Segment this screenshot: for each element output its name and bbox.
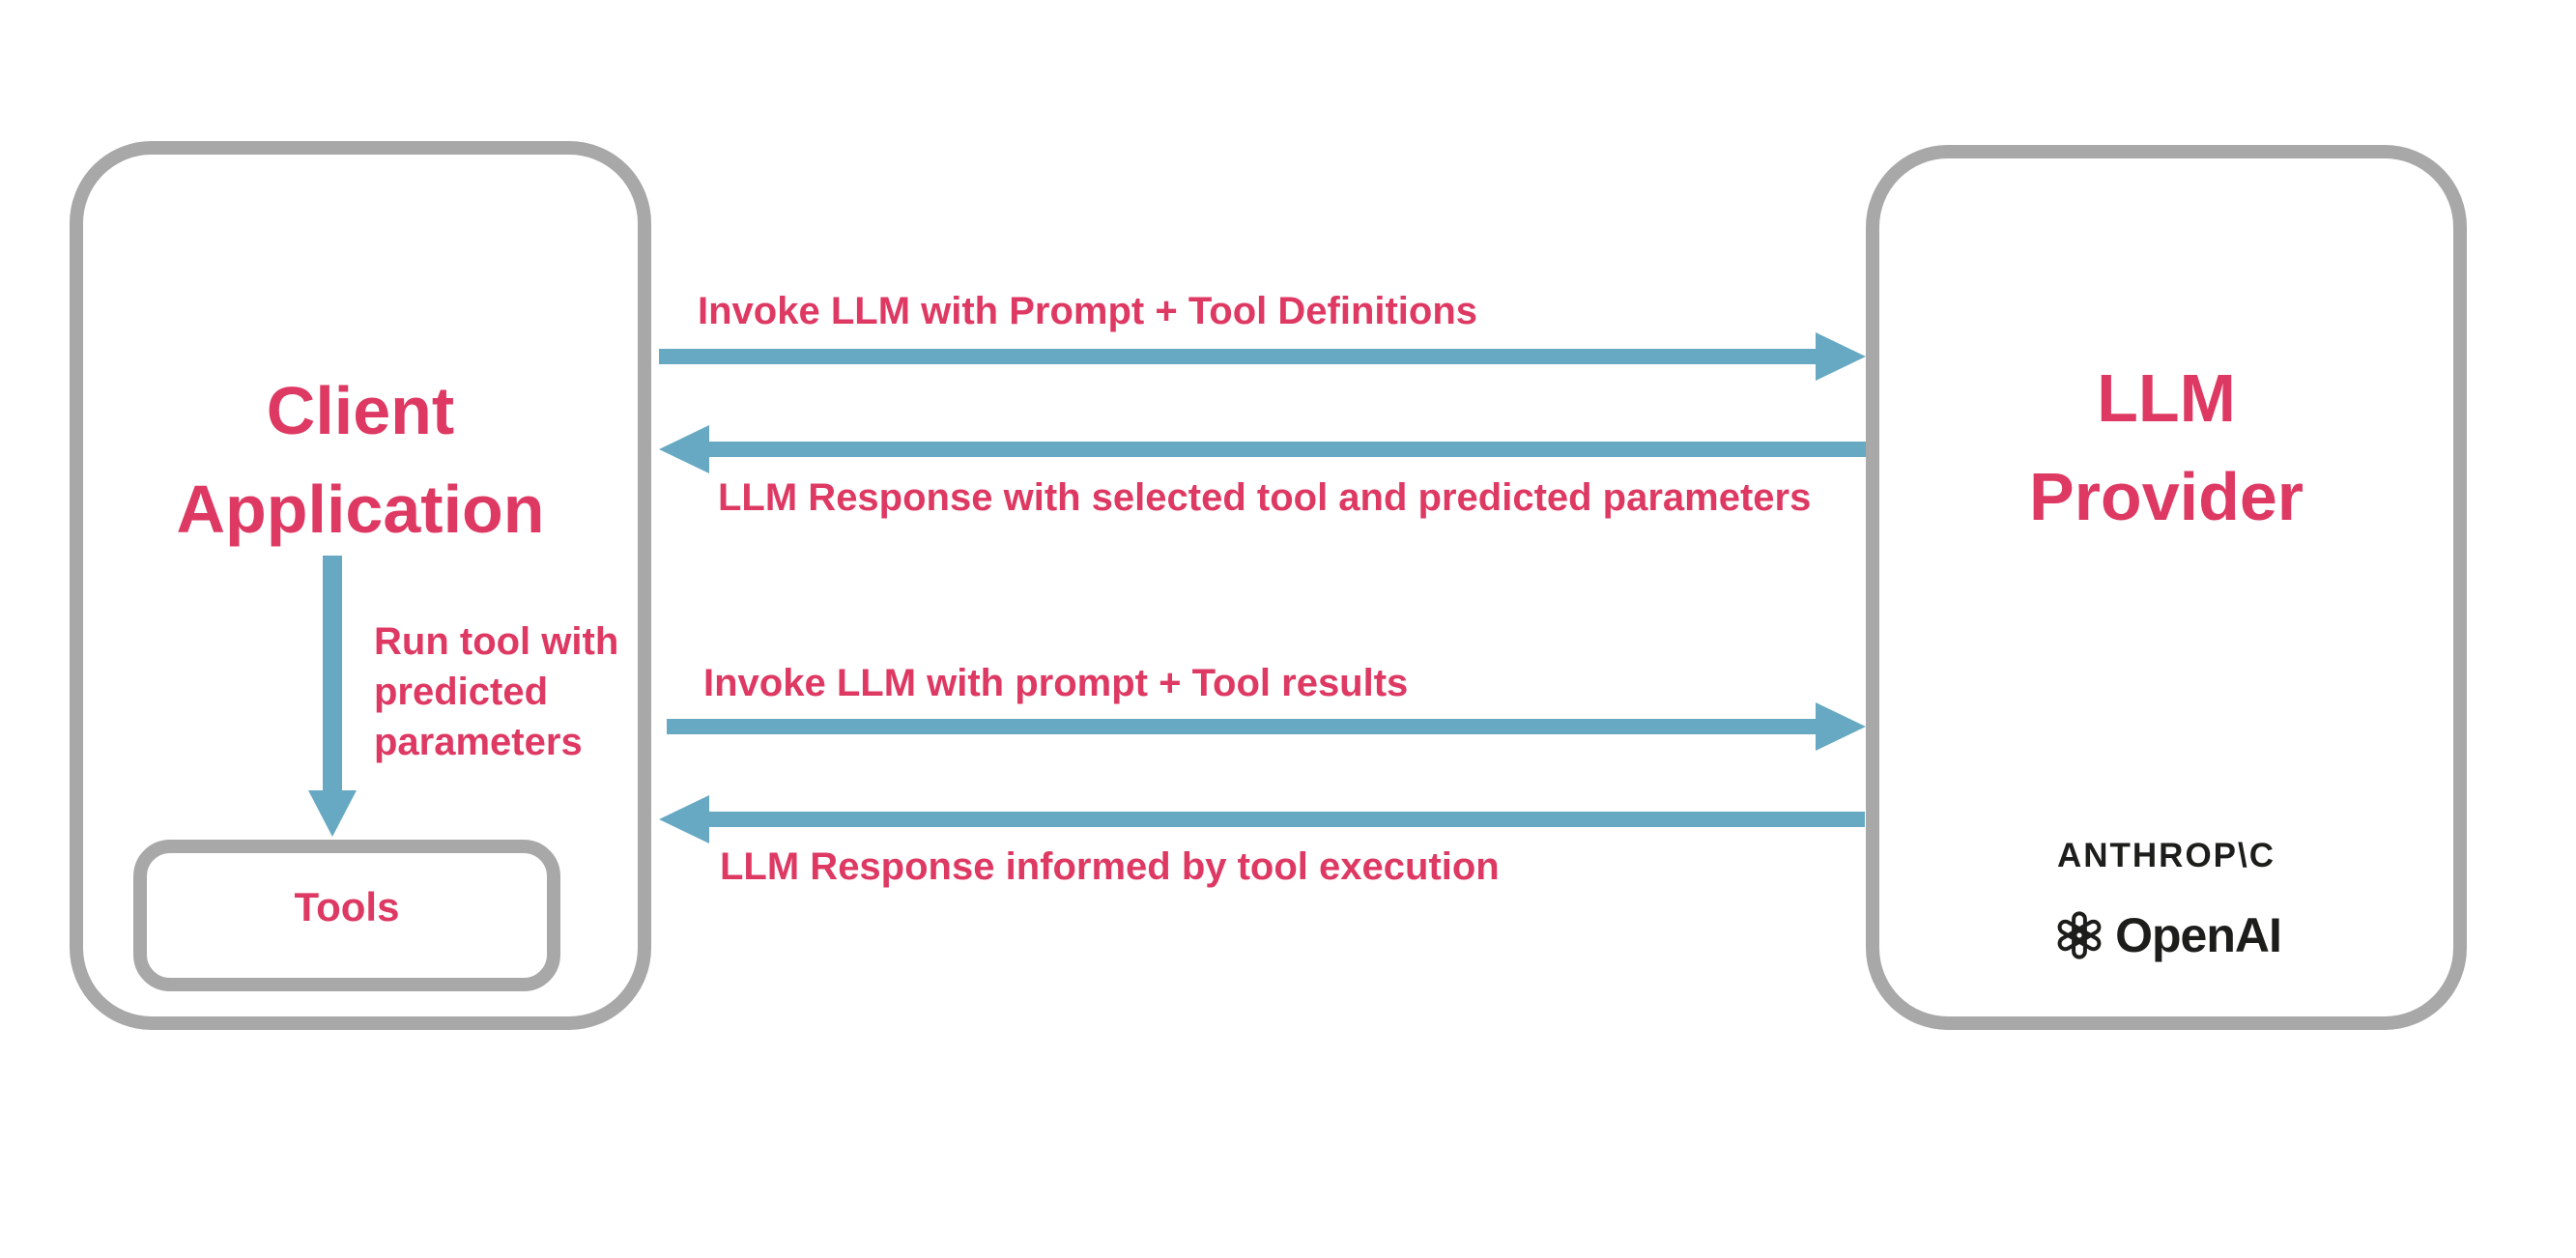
label-invoke-llm-results: Invoke LLM with prompt + Tool results <box>703 662 1409 704</box>
run-tool-line3: parameters <box>374 721 583 763</box>
llm-provider-title: LLM Provider <box>1866 349 2467 546</box>
arrow-shaft <box>709 812 1865 827</box>
arrow-shaft <box>667 719 1816 734</box>
arrowhead-left-icon <box>659 425 709 473</box>
llm-provider-box <box>1866 145 2467 1030</box>
client-title-line2: Application <box>176 472 545 547</box>
label-invoke-llm-definitions: Invoke LLM with Prompt + Tool Definition… <box>698 290 1478 332</box>
arrowhead-left-icon <box>659 795 709 843</box>
tools-box-label: Tools <box>294 884 400 929</box>
openai-wordmark: OpenAI <box>2115 908 2282 962</box>
provider-title-line1: LLM <box>2097 360 2236 436</box>
arrow-shaft <box>659 349 1816 364</box>
arrow-shaft <box>323 556 342 790</box>
arrowhead-down-icon <box>308 790 357 837</box>
provider-title-line2: Provider <box>2029 459 2304 534</box>
label-llm-response-selected-tool: LLM Response with selected tool and pred… <box>718 476 1812 519</box>
tools-box <box>133 840 560 991</box>
label-llm-response-informed: LLM Response informed by tool execution <box>720 845 1500 888</box>
openai-logo: OpenAI <box>1866 906 2467 964</box>
client-title-line1: Client <box>266 373 455 448</box>
openai-knot-icon <box>2051 907 2107 963</box>
arrowhead-right-icon <box>1816 332 1866 381</box>
run-tool-line2: predicted <box>374 671 549 713</box>
anthropic-logo: ANTHROP\C <box>2056 837 2276 874</box>
arrow-shaft <box>709 442 1866 457</box>
label-run-tool: Run tool with predicted parameters <box>374 616 618 767</box>
client-application-title: Client Application <box>70 361 651 558</box>
arrowhead-right-icon <box>1816 702 1866 751</box>
run-tool-line1: Run tool with <box>374 620 619 663</box>
